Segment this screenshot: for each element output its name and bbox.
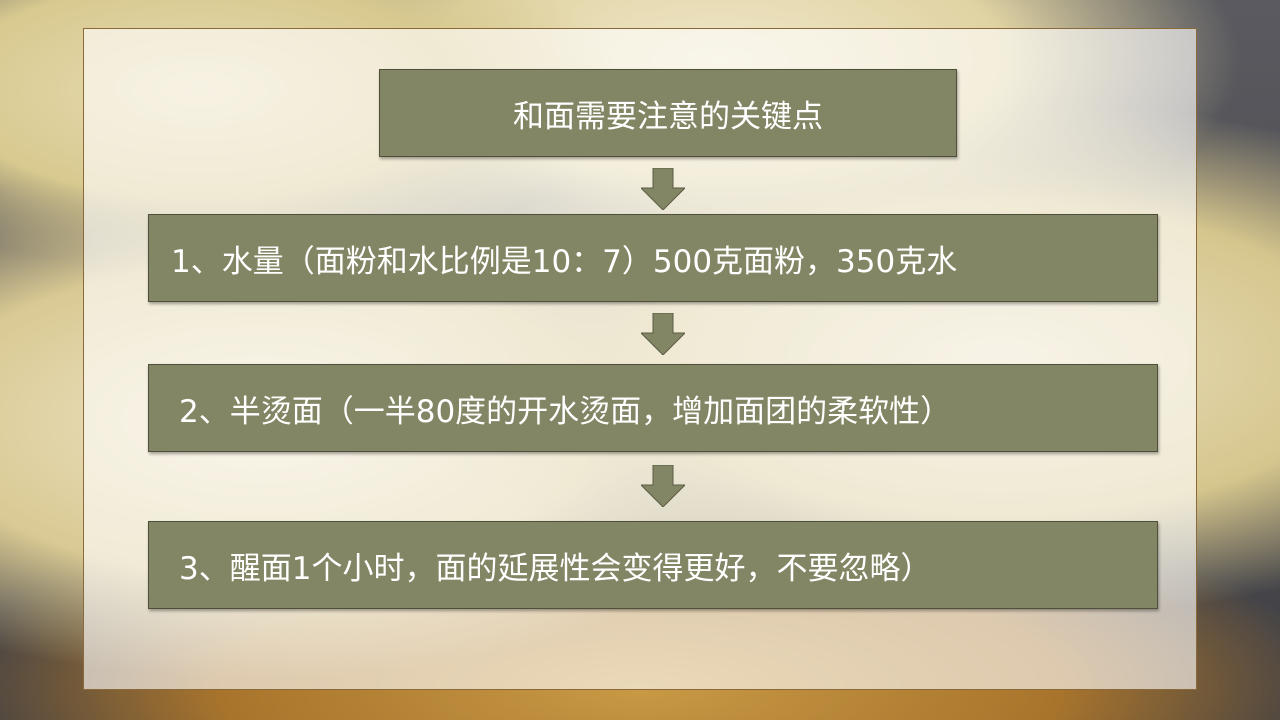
step-2-box: 2、半烫面（一半80度的开水烫面，增加面团的柔软性） (148, 364, 1158, 452)
step-3-box: 3、醒面1个小时，面的延展性会变得更好，不要忽略） (148, 521, 1158, 609)
step-3-text: 3、醒面1个小时，面的延展性会变得更好，不要忽略） (179, 550, 932, 587)
down-arrow-icon (641, 313, 685, 355)
step-1-box: 1、水量（面粉和水比例是10：7）500克面粉，350克水 (148, 214, 1158, 302)
title-text: 和面需要注意的关键点 (513, 98, 823, 135)
down-arrow-icon (641, 465, 685, 507)
step-2-text: 2、半烫面（一半80度的开水烫面，增加面团的柔软性） (179, 393, 952, 430)
step-1-text: 1、水量（面粉和水比例是10：7）500克面粉，350克水 (171, 243, 958, 280)
title-box: 和面需要注意的关键点 (379, 69, 957, 157)
down-arrow-icon (641, 168, 685, 210)
